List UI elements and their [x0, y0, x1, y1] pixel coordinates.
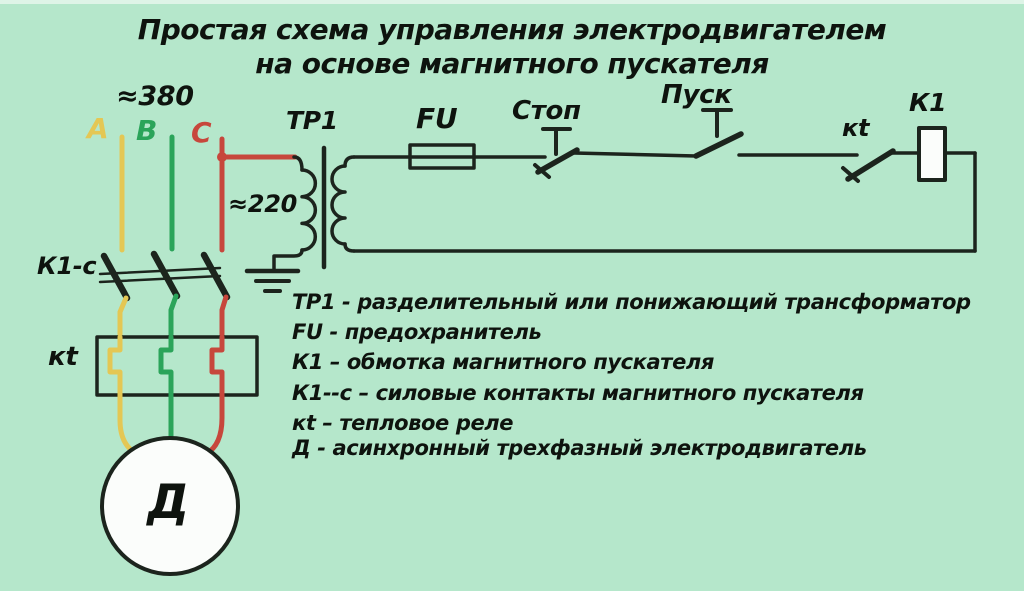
secondary-top-connector — [343, 155, 356, 168]
linkage-bar — [98, 266, 222, 276]
wire-stop-to-start — [572, 151, 698, 158]
contact-blade — [150, 250, 181, 300]
control-circuit-wires — [352, 151, 977, 253]
title-line-2: на основе магнитного пускателя — [255, 47, 769, 80]
legend-item-power-contacts: К1--с – силовые контакты магнитного пуск… — [292, 381, 864, 405]
phase-a-label: A — [87, 112, 109, 145]
contact-blade — [100, 252, 131, 302]
start-button-symbol — [693, 108, 744, 159]
legend-item-fuse: FU - предохранитель — [292, 320, 542, 344]
thermal-contact-label: кt — [842, 114, 870, 142]
primary-bottom-connector — [272, 248, 304, 271]
legend-item-thermal-relay: кt – тепловое реле — [292, 411, 514, 435]
contact-blade — [535, 147, 580, 175]
thermal-relay-label: кt — [48, 342, 78, 372]
phase-a-segment — [117, 295, 129, 340]
mains-voltage-label: ≈380 — [116, 81, 194, 112]
contact-tick — [841, 166, 860, 183]
junction-dot — [217, 152, 227, 162]
stop-button-label: Стоп — [512, 96, 581, 126]
phase-c-segment — [219, 294, 229, 340]
title-line-1: Простая схема управления электродвигател… — [137, 13, 887, 46]
fuse-label: FU — [416, 102, 458, 135]
legend-item-motor: Д - асинхронный трехфазный электродвигат… — [292, 436, 867, 460]
legend-item-transformer: ТР1 - разделительный или понижающий тран… — [292, 290, 971, 314]
primary-winding — [300, 168, 318, 252]
phase-middle-segments — [117, 293, 229, 340]
thermal-contact-symbol — [841, 148, 896, 183]
transformer-symbol — [272, 145, 356, 271]
thermal-relay-box — [95, 335, 259, 397]
motor-label: Д — [147, 475, 189, 530]
contact-blade — [693, 131, 744, 159]
fuse-symbol — [408, 143, 476, 170]
power-contacts-label: К1-с — [37, 252, 97, 280]
primary-top-connector — [292, 155, 304, 172]
stop-button-symbol — [533, 127, 580, 179]
contact-blade — [845, 148, 896, 182]
secondary-winding — [330, 164, 347, 246]
phase-c-label: C — [191, 116, 212, 149]
legend-item-coil: К1 – обмотка магнитного пускателя — [292, 350, 714, 374]
starter-coil-label: К1 — [909, 88, 947, 117]
ground-symbol — [244, 268, 301, 293]
linkage-bar — [98, 274, 222, 284]
three-phase-lines — [119, 134, 298, 253]
transformer-label: ТР1 — [286, 106, 338, 135]
control-voltage-label: ≈220 — [228, 190, 298, 218]
start-button-label: Пуск — [661, 80, 732, 110]
contact-tick — [533, 163, 551, 179]
phase-b-heater-wire — [158, 334, 174, 443]
phase-b-label: B — [136, 114, 158, 147]
phase-b-segment — [168, 293, 179, 340]
coil-symbol — [917, 126, 947, 182]
power-contacts-symbol — [98, 250, 231, 302]
motor-symbol — [100, 436, 240, 576]
